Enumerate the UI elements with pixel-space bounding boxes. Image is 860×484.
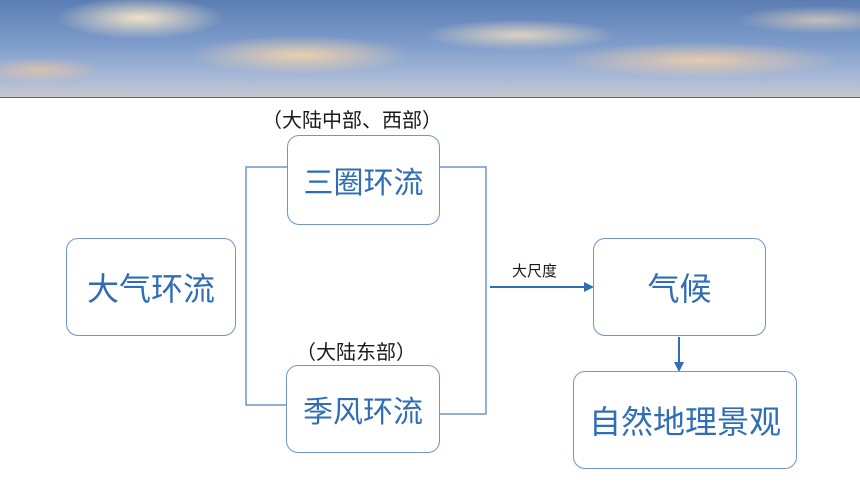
node-natural-landscape-label: 自然地理景观 — [588, 403, 781, 441]
node-monsoon-circulation: 季风环流 — [286, 365, 440, 453]
node-monsoon-circulation-label: 季风环流 — [303, 395, 423, 430]
node-natural-landscape: 自然地理景观 — [573, 371, 797, 469]
node-climate: 气候 — [593, 238, 766, 336]
node-three-cell-circulation: 三圈环流 — [287, 135, 440, 225]
node-three-cell-circulation-label: 三圈环流 — [303, 166, 424, 201]
monsoon-region-label: （大陆东部） — [296, 340, 416, 364]
node-atmospheric-circulation-label: 大气环流 — [86, 270, 215, 308]
scale-label: 大尺度 — [512, 262, 558, 280]
node-climate-label: 气候 — [647, 270, 712, 308]
node-atmospheric-circulation: 大气环流 — [66, 238, 236, 336]
three-cell-region-label: （大陆中部、西部） — [262, 108, 442, 132]
left-bracket — [245, 166, 287, 406]
sky-banner — [0, 0, 860, 98]
right-bracket — [440, 166, 487, 415]
